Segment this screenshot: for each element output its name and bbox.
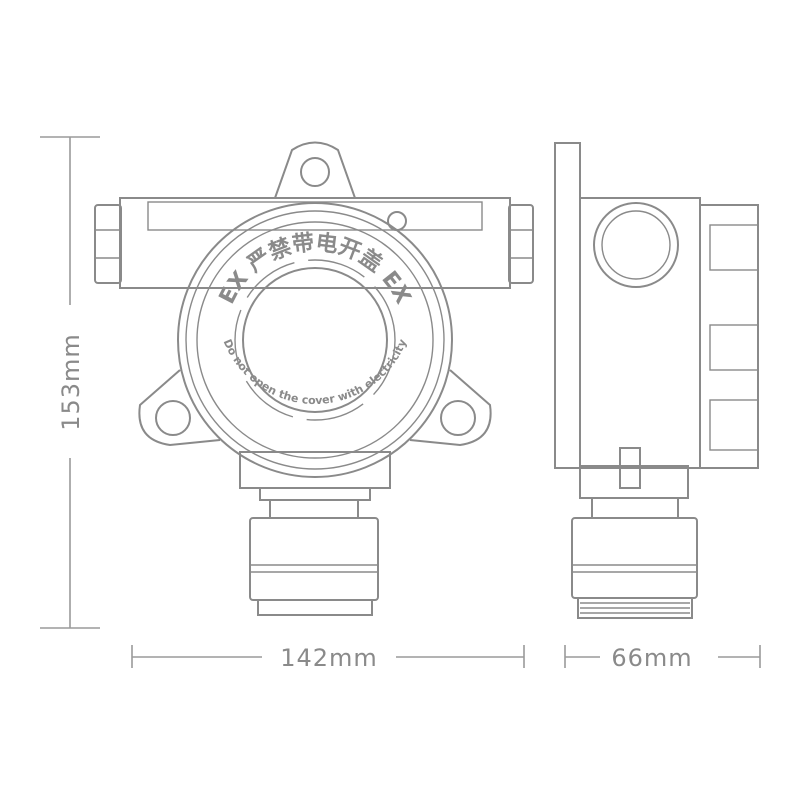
right-ear	[409, 369, 492, 447]
side-connector	[579, 465, 689, 499]
side-view	[554, 142, 759, 619]
height-dimension: 153mm	[40, 136, 100, 629]
bracket-hole	[300, 157, 330, 187]
front-width-label: 142mm	[280, 644, 378, 672]
side-gland-port	[593, 202, 679, 288]
left-cable-gland	[94, 204, 122, 284]
warning-cn-text: EX 严禁带电开盖 EX	[215, 230, 416, 308]
warning-en-text: Do not open the cover with electricity	[221, 337, 410, 407]
height-label: 153mm	[57, 333, 85, 431]
front-width-dimension: 142mm	[131, 644, 525, 672]
left-ear	[138, 369, 221, 447]
cover-outer-ring	[177, 202, 453, 478]
side-cover	[699, 204, 759, 469]
side-sensor-head	[571, 517, 698, 599]
side-width-dimension: 66mm	[564, 644, 761, 672]
back-plate	[554, 142, 581, 469]
mounting-bracket-top	[273, 141, 357, 199]
display-window	[242, 267, 388, 413]
right-cable-gland	[508, 204, 534, 284]
side-width-label: 66mm	[611, 644, 692, 672]
front-view: EX 严禁带电开盖 EX Do not open the cover with …	[94, 141, 534, 616]
side-body	[579, 197, 701, 469]
sensor-thread	[577, 597, 693, 619]
sensor-head	[249, 517, 379, 601]
